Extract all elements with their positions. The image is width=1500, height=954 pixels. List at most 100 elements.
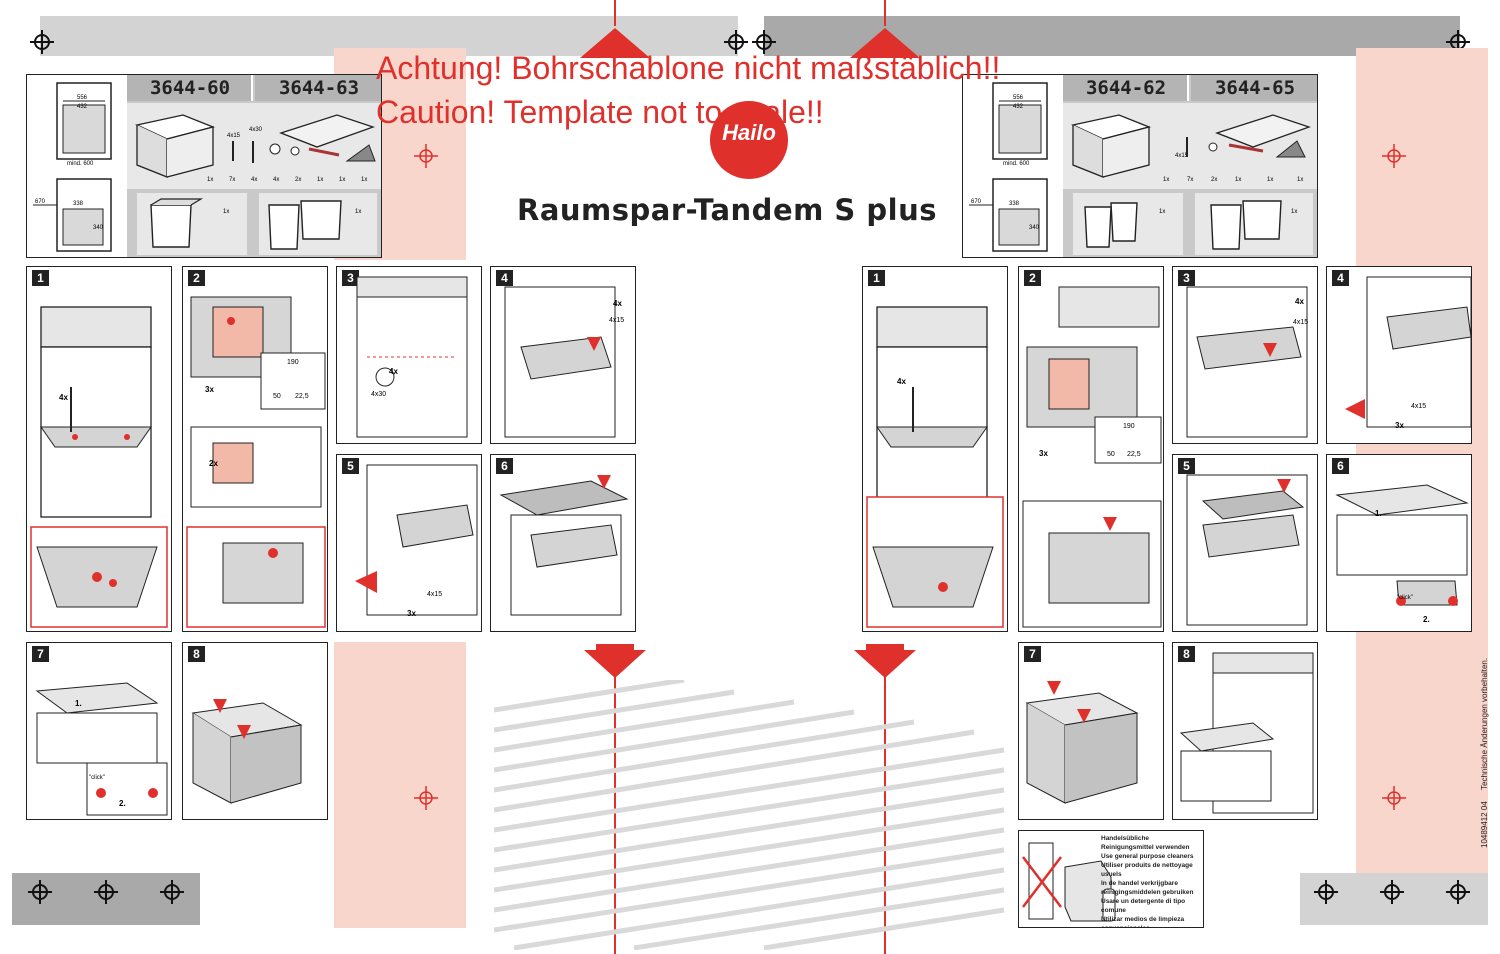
qty-left-2: 7x <box>229 177 236 183</box>
step-number: 3 <box>1178 270 1195 286</box>
right-step-4: 4 4x15 3x <box>1326 266 1472 444</box>
parts-header-left: 3644-60 3644-63 556 432 mind. 600 670 33… <box>26 74 382 258</box>
warning-line-de: Achtung! Bohrschablone nicht maßstäblich… <box>376 50 1001 86</box>
cleaning-illustration <box>1022 842 1116 922</box>
step7-two: 2. <box>119 799 126 808</box>
qty-left-6: 1x <box>317 177 324 183</box>
bin-qty-left-a: 1x <box>223 209 230 215</box>
arrow-down-left-icon <box>584 644 646 678</box>
step-number: 2 <box>188 270 205 286</box>
step2-qty-3x: 3x <box>205 385 214 394</box>
parts-header-right: 3644-62 3644-65 556 432 mind. 600 670 33… <box>962 74 1318 258</box>
part-number-left-b: 3644-63 <box>278 77 360 99</box>
left-step-2: 2 190 50 22,5 3x 2x <box>182 266 328 632</box>
right-step-3: 3 4x 4x15 <box>1172 266 1318 444</box>
hardware-icons-right <box>1186 137 1306 158</box>
right-step4-qty-3x: 3x <box>1395 421 1404 430</box>
bin-qty-right-a: 1x <box>1159 209 1166 215</box>
qty-right-2: 7x <box>1187 177 1194 183</box>
dim-left-d2: 338 <box>73 201 84 207</box>
left-step-4: 4 4x 4x15 <box>490 266 636 444</box>
red-line-left-bottom <box>614 676 616 954</box>
right-step6-two: 2. <box>1423 615 1430 624</box>
right-step-2: 2 190 50 22,5 3x <box>1018 266 1164 632</box>
footer-note: Technische Änderungen vorbehalten. <box>1480 657 1489 790</box>
step-number: 4 <box>496 270 513 286</box>
hailo-logo-text: Hailo <box>722 120 776 145</box>
screw-label-left-1: 4x15 <box>227 133 241 139</box>
cleaning-line-6: Utilizar medios de limpieza convencional… <box>1101 916 1185 927</box>
step3-qty-4x: 4x <box>389 367 398 376</box>
left-step-5: 5 4x15 3x <box>336 454 482 632</box>
right-step-5: 5 <box>1172 454 1318 632</box>
step-number: 1 <box>868 270 885 286</box>
qty-right-3: 2x <box>1211 177 1218 183</box>
qty-right-1: 1x <box>1163 177 1170 183</box>
red-line-right-top <box>884 0 886 26</box>
left-step-3: 3 4x 4x30 <box>336 266 482 444</box>
right-step2-dim-190: 190 <box>1123 423 1135 430</box>
screw-label-right-1: 4x15 <box>1175 153 1189 159</box>
dim-right-d1: 670 <box>971 199 982 205</box>
step7-one: 1. <box>75 699 82 708</box>
right-step2-dim-50: 50 <box>1107 451 1115 458</box>
dim-right-w2: 432 <box>1013 104 1024 110</box>
step5-screw-4x15: 4x15 <box>427 591 443 598</box>
step1-qty-label: 4x <box>59 393 68 402</box>
cabinet-dimension-drawing-right <box>969 82 1048 252</box>
qty-left-3: 4x <box>251 177 258 183</box>
step2-dim-190: 190 <box>287 359 299 366</box>
right-step2-dim-22-5: 22,5 <box>1127 451 1141 458</box>
step-number: 4 <box>1332 270 1349 286</box>
cleaning-line-4: In de handel verkrijgbare reinigingsmidd… <box>1101 880 1194 896</box>
qty-left-5: 2x <box>295 177 302 183</box>
right-step4-screw: 4x15 <box>1411 403 1427 410</box>
step2-qty-2x: 2x <box>209 459 218 468</box>
qty-left-7: 1x <box>339 177 346 183</box>
cleaning-line-5: Usare un detergente di tipo comune <box>1101 898 1186 914</box>
right-step1-qty: 4x <box>897 377 906 386</box>
hatch-pattern <box>494 680 1005 950</box>
dim-right-min: mind. 600 <box>1003 161 1030 167</box>
step3-screw-4x30: 4x30 <box>371 391 387 398</box>
red-line-left-top <box>614 0 616 26</box>
product-title: Raumspar-Tandem S plus <box>517 193 938 227</box>
bin-double-drawing-right <box>1210 200 1282 250</box>
step-number: 8 <box>188 646 205 662</box>
cleaning-line-1: Handelsübliche Reinigungsmittel verwende… <box>1101 835 1190 851</box>
step4-screw-4x15: 4x15 <box>609 317 625 324</box>
bin-single-drawing <box>150 198 204 248</box>
right-step-7: 7 <box>1018 642 1164 820</box>
step-number: 5 <box>342 458 359 474</box>
step-number: 8 <box>1178 646 1195 662</box>
registration-marks-bottom <box>28 880 1470 904</box>
step-number: 5 <box>1178 458 1195 474</box>
qty-right-5: 1x <box>1267 177 1274 183</box>
right-step3-screw: 4x15 <box>1293 319 1309 326</box>
bin-pair-drawing-right <box>1084 202 1138 248</box>
part-number-right-a: 3644-62 <box>1085 77 1167 99</box>
dim-left-h: 340 <box>93 225 104 231</box>
left-step-8: 8 <box>182 642 328 820</box>
red-line-right-bottom <box>884 676 886 954</box>
step-number: 2 <box>1024 270 1041 286</box>
registration-marks-top <box>30 28 1470 58</box>
drawer-frame-drawing <box>134 114 216 178</box>
arrow-up-right <box>850 28 920 58</box>
step-number: 7 <box>1024 646 1041 662</box>
qty-right-4: 1x <box>1235 177 1242 183</box>
screw-label-left-2: 4x30 <box>249 127 263 133</box>
step-number: 6 <box>496 458 513 474</box>
left-step-1: 1 4x <box>26 266 172 632</box>
cleaning-line-3: Utiliser produits de nettoyage usuels <box>1101 862 1193 878</box>
qty-right-6: 1x <box>1297 177 1304 183</box>
step4-qty-4x: 4x <box>613 299 622 308</box>
step7-click: "click" <box>89 775 105 781</box>
hardware-icons-left <box>232 141 376 163</box>
bin-qty-right-b: 1x <box>1291 209 1298 215</box>
cleaning-box: Handelsübliche Reinigungsmittel verwende… <box>1018 830 1204 928</box>
qty-left-8: 1x <box>361 177 368 183</box>
hailo-logo: Hailo <box>710 101 788 179</box>
dim-right-h: 340 <box>1029 225 1040 231</box>
warning-line-en: Caution! Template not to scale!! <box>376 94 824 130</box>
